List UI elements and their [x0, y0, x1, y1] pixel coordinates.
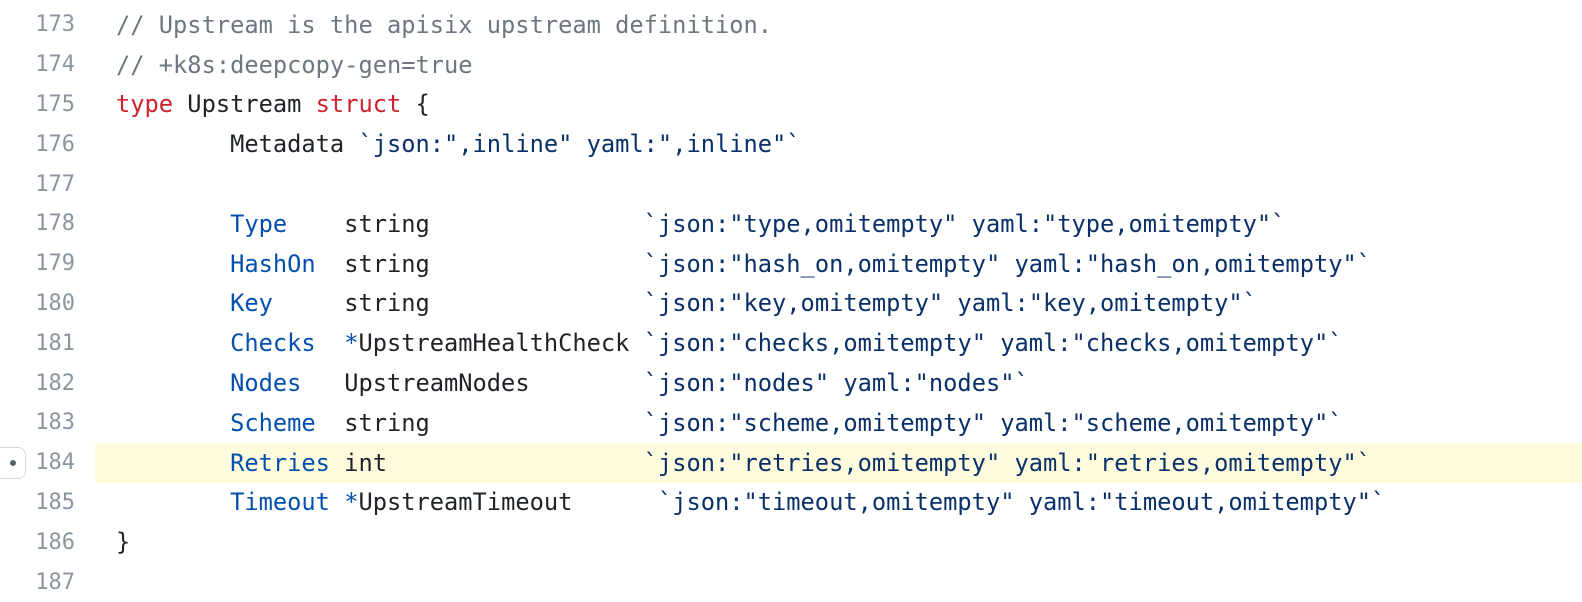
line-number[interactable]: 185 — [35, 489, 75, 515]
code-line: 183 Scheme string `json:"scheme,omitempt… — [0, 403, 1582, 443]
line-number[interactable]: 176 — [35, 131, 75, 157]
code-token-plain: UpstreamTimeout — [358, 488, 658, 517]
line-source: type Upstream struct { — [116, 90, 430, 118]
code-token-str: `json:"timeout,omitempty" yaml:"timeout,… — [657, 488, 1386, 517]
kebab-dot-icon — [10, 459, 16, 466]
code-token-field: HashOn — [230, 249, 316, 278]
code-token-field: Checks — [230, 329, 316, 358]
line-source: // Upstream is the apisix upstream defin… — [116, 11, 772, 39]
line-source: Nodes UpstreamNodes `json:"nodes" yaml:"… — [116, 369, 1029, 397]
code-token-plain: { — [401, 90, 430, 119]
code-token-comment: // Upstream is the apisix upstream defin… — [116, 10, 773, 39]
code-token-field: Retries — [230, 448, 330, 477]
line-number[interactable]: 182 — [35, 370, 75, 396]
line-number[interactable]: 177 — [35, 171, 75, 197]
code-token-str: `json:"hash_on,omitempty" yaml:"hash_on,… — [643, 249, 1372, 278]
code-line: 185 Timeout *UpstreamTimeout `json:"time… — [0, 483, 1582, 523]
code-line: 176 Metadata `json:",inline" yaml:",inli… — [0, 124, 1582, 164]
code-token-op: * — [344, 488, 359, 517]
code-line: 174 // +k8s:deepcopy-gen=true — [0, 45, 1582, 85]
line-number[interactable]: 174 — [35, 52, 75, 78]
line-number[interactable]: 186 — [35, 529, 75, 555]
code-line: 179 HashOn string `json:"hash_on,omitemp… — [0, 244, 1582, 284]
code-token-str: `json:"type,omitempty" yaml:"type,omitem… — [643, 209, 1286, 238]
line-number[interactable]: 179 — [35, 251, 75, 277]
code-token-str: `json:"retries,omitempty" yaml:"retries,… — [643, 448, 1371, 477]
code-token-plain: Upstream — [173, 90, 316, 119]
code-token-plain — [116, 369, 230, 397]
code-token-op: * — [344, 329, 359, 358]
code-line: 178 Type string `json:"type,omitempty" y… — [0, 204, 1582, 244]
line-source: Scheme string `json:"scheme,omitempty" y… — [116, 409, 1342, 437]
code-token-plain: string — [315, 408, 644, 437]
line-source: Metadata `json:",inline" yaml:",inline"` — [116, 130, 801, 159]
code-line: 177 — [0, 164, 1582, 204]
code-line: 187 — [0, 562, 1582, 602]
line-source: // +k8s:deepcopy-gen=true — [116, 51, 473, 79]
code-line: 175 type Upstream struct { — [0, 85, 1582, 125]
code-token-kw: type — [116, 90, 174, 119]
code-token-plain — [116, 329, 230, 357]
code-token-field: Timeout — [230, 488, 330, 517]
code-token-str: `json:"key,omitempty" yaml:"key,omitempt… — [643, 289, 1257, 318]
code-line: 186} — [0, 522, 1582, 562]
line-options-button[interactable] — [0, 446, 26, 479]
code-token-plain: UpstreamHealthCheck — [358, 329, 644, 358]
code-token-plain — [116, 289, 230, 317]
code-token-kw: struct — [315, 90, 402, 119]
code-token-field: Type — [230, 209, 288, 238]
line-number[interactable]: 187 — [35, 569, 75, 595]
code-token-plain: string — [272, 289, 644, 318]
line-number[interactable]: 183 — [35, 410, 75, 436]
code-token-plain — [316, 329, 345, 357]
line-number[interactable]: 181 — [35, 330, 75, 356]
code-token-plain: UpstreamNodes — [301, 369, 644, 398]
line-number[interactable]: 180 — [35, 290, 75, 316]
code-token-str: `json:"checks,omitempty" yaml:"checks,om… — [643, 329, 1343, 358]
code-token-plain: string — [315, 249, 644, 278]
code-token-field: Scheme — [230, 408, 316, 437]
line-source: } — [116, 528, 130, 556]
code-line: 184 Retries int `json:"retries,omitempty… — [0, 442, 1582, 483]
line-source: HashOn string `json:"hash_on,omitempty" … — [116, 250, 1371, 278]
line-source: Retries int `json:"retries,omitempty" ya… — [116, 449, 1371, 477]
line-source: Key string `json:"key,omitempty" yaml:"k… — [116, 289, 1257, 317]
code-token-plain: int — [329, 448, 644, 477]
code-token-field: Nodes — [230, 369, 302, 398]
code-token-plain: Metadata — [116, 130, 359, 159]
line-number[interactable]: 178 — [35, 211, 75, 237]
code-token-str: `json:",inline" yaml:",inline"` — [358, 130, 801, 159]
code-line: 181 Checks *UpstreamHealthCheck `json:"c… — [0, 323, 1582, 363]
line-highlight — [95, 442, 1582, 483]
code-token-plain: } — [116, 528, 131, 557]
code-token-plain — [116, 488, 230, 516]
code-token-str: `json:"nodes" yaml:"nodes"` — [643, 369, 1029, 398]
code-view: 173 // Upstream is the apisix upstream de… — [0, 5, 1582, 602]
code-token-plain — [116, 409, 230, 437]
code-token-str: `json:"scheme,omitempty" yaml:"scheme,om… — [643, 408, 1343, 437]
line-number[interactable]: 173 — [35, 12, 75, 38]
code-token-plain — [116, 449, 230, 477]
line-source: Checks *UpstreamHealthCheck `json:"check… — [116, 329, 1343, 358]
code-line: 173 // Upstream is the apisix upstream de… — [0, 5, 1582, 45]
code-token-plain — [330, 488, 344, 516]
code-line: 182 Nodes UpstreamNodes `json:"nodes" ya… — [0, 363, 1582, 403]
line-source: Type string `json:"type,omitempty" yaml:… — [116, 210, 1285, 238]
code-token-plain: string — [287, 209, 644, 238]
code-token-field: Key — [230, 289, 273, 318]
code-token-comment: // +k8s:deepcopy-gen=true — [116, 50, 473, 79]
code-token-plain — [116, 250, 230, 278]
code-token-plain — [116, 210, 230, 238]
line-number[interactable]: 175 — [35, 91, 75, 117]
line-source: Timeout *UpstreamTimeout `json:"timeout,… — [116, 488, 1385, 516]
line-number[interactable]: 184 — [35, 450, 75, 476]
code-line: 180 Key string `json:"key,omitempty" yam… — [0, 284, 1582, 324]
